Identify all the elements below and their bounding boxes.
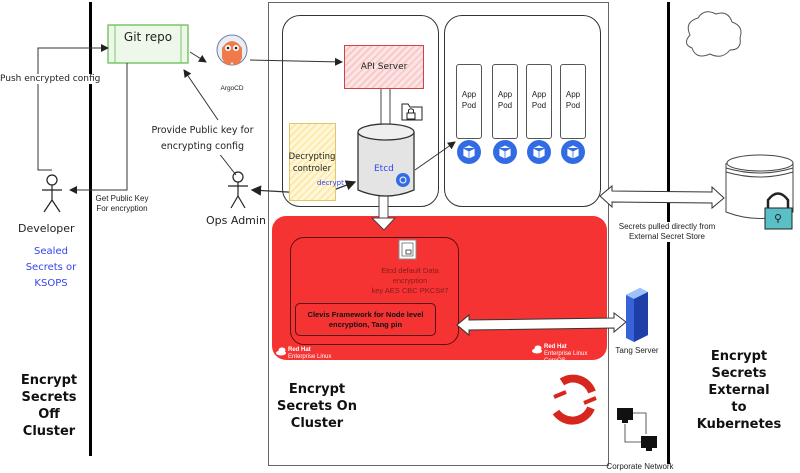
- ops-admin-figure: [228, 171, 248, 209]
- clevis-framework-box[interactable]: Clevis Framework for Node level encrypti…: [295, 303, 436, 336]
- provide-public-key-label: Provide Public key for encrypting config: [140, 123, 265, 155]
- developer-label: Developer: [18, 222, 75, 235]
- git-repo-label: Git repo: [123, 30, 173, 44]
- api-server-label: API Server: [360, 62, 408, 72]
- kubernetes-pod-icon: [527, 140, 551, 164]
- rhcos-logo: Red Hat Enterprise Linux CoreOS: [544, 344, 588, 364]
- etcd-to-pod-arrow: [414, 141, 456, 171]
- git-to-argocd-arrow: [189, 51, 207, 63]
- redhat-logo-icon: [276, 347, 286, 356]
- kubernetes-etcd-icon: [396, 173, 410, 187]
- argocd-logo: [216, 34, 248, 66]
- cloud-icon: [686, 11, 742, 57]
- encryption-key-icon: [398, 239, 417, 260]
- pod-icons: [457, 140, 585, 164]
- off-cluster-title: Encrypt Secrets Off Cluster: [20, 373, 78, 439]
- argocd-to-api-arrow: [249, 57, 343, 66]
- get-public-key-label: Get Public Key For encryption: [95, 194, 149, 213]
- kubernetes-pod-icon: [457, 140, 481, 164]
- argocd-label: ArgoCD: [220, 85, 244, 92]
- divider-off-cluster: [89, 2, 92, 249]
- decrypt-label: decrypt: [317, 179, 344, 187]
- kubernetes-pod-icon: [561, 140, 585, 164]
- secrets-pulled-label: Secrets pulled directly from External Se…: [612, 222, 722, 242]
- worker-nodes-box: [444, 15, 601, 207]
- control-plane-box: [282, 15, 439, 207]
- external-title: Encrypt Secrets External to Kubernetes: [696, 349, 782, 432]
- kubernetes-pod-icon: [493, 140, 517, 164]
- redhat-coreos-logo-icon: [532, 345, 542, 354]
- ops-admin-label: Ops Admin: [206, 214, 266, 227]
- rhcos-node-layer: [272, 216, 607, 360]
- decrypting-controller-box[interactable]: [289, 123, 336, 201]
- decrypting-controller-label: Decrypting controler: [288, 152, 336, 174]
- tang-double-arrow: [456, 312, 627, 337]
- divider-off-cluster-lower: [89, 249, 92, 456]
- sealed-secrets-label: Sealed Secrets or KSOPS: [25, 246, 77, 289]
- folder-lock-icon: [401, 103, 423, 121]
- external-store-double-arrow: [599, 184, 725, 210]
- push-encrypted-config-label: Push encrypted config: [0, 74, 101, 84]
- rhel-logo: Red Hat Enterprise Linux: [288, 347, 332, 360]
- tang-server-icon: [626, 288, 648, 342]
- etcd-label: Etcd: [374, 164, 394, 174]
- tang-server-label: Tang Server: [615, 346, 659, 355]
- api-server-box[interactable]: API Server: [344, 45, 424, 89]
- push-arrow: [37, 44, 109, 171]
- get-key-arrow: [69, 63, 128, 194]
- corporate-network-icon: [617, 408, 657, 451]
- lock-icon: [764, 192, 793, 230]
- etcd-encryption-label: Etcd default Data encryption key AES CBC…: [371, 266, 449, 295]
- etcd-to-node-arrow: [370, 195, 397, 231]
- etcd-encryption-box: [290, 237, 459, 345]
- developer-figure: [42, 174, 62, 213]
- openshift-logo: [552, 374, 597, 425]
- corporate-network-label: Corporate Network: [606, 462, 674, 471]
- provide-key-arrow: [183, 69, 219, 121]
- git-repo-box[interactable]: [107, 24, 189, 64]
- on-cluster-title: Encrypt Secrets On Cluster: [277, 382, 357, 431]
